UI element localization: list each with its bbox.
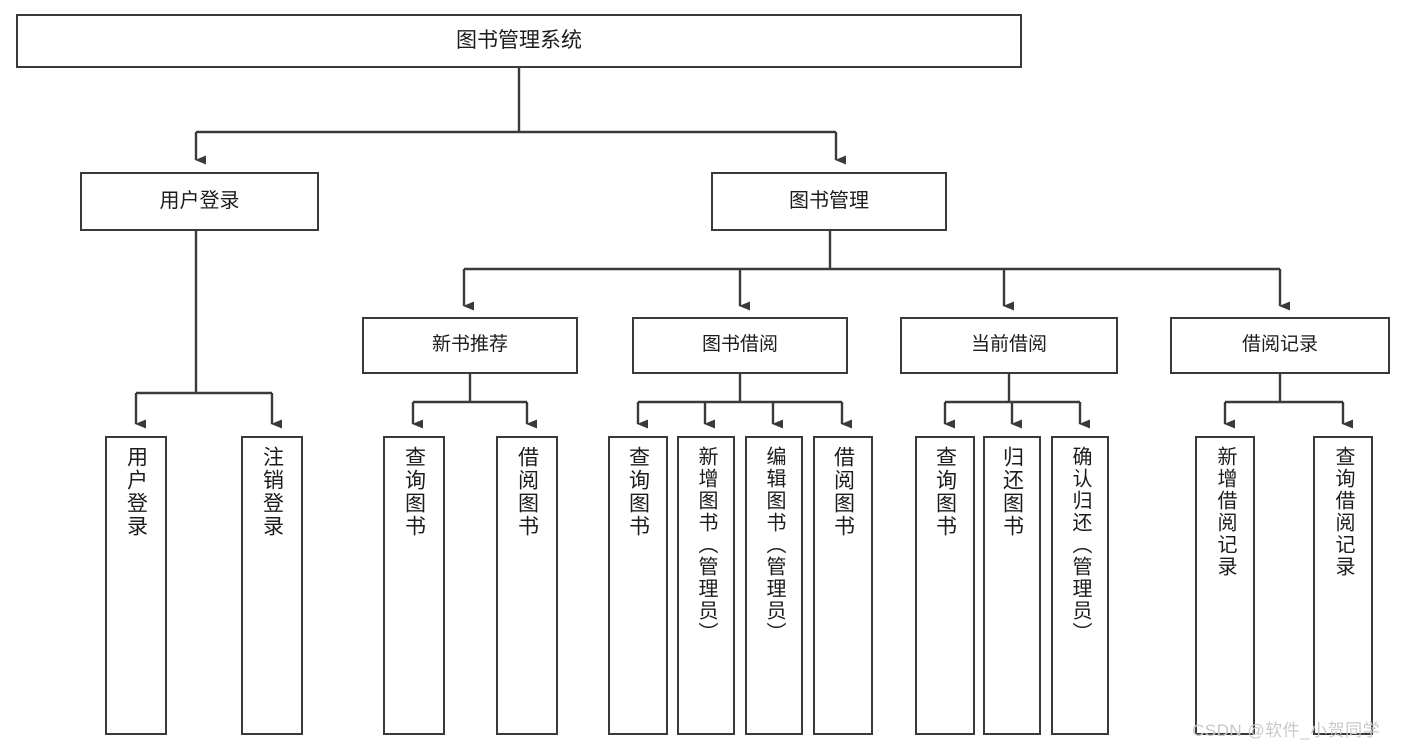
node-book-borrow[interactable]: 图书借阅	[632, 317, 848, 374]
leaf-current-confirm-return-admin[interactable]: 确认归还（管理员）	[1051, 436, 1109, 735]
node-label: 用户登录	[159, 189, 240, 212]
node-user-login[interactable]: 用户登录	[80, 172, 319, 231]
node-label: 编辑图书（管理员）	[763, 446, 785, 644]
node-label: 查询图书	[626, 446, 650, 538]
watermark: CSDN @软件_小贺同学	[1192, 721, 1381, 740]
node-label: 用户登录	[124, 446, 148, 538]
leaf-records-add-record[interactable]: 新增借阅记录	[1195, 436, 1255, 735]
node-label: 新增借阅记录	[1214, 446, 1236, 578]
node-label: 注销登录	[260, 446, 284, 538]
leaf-borrow-edit-book-admin[interactable]: 编辑图书（管理员）	[745, 436, 803, 735]
leaf-current-query-book[interactable]: 查询图书	[915, 436, 975, 735]
leaf-new-books-query[interactable]: 查询图书	[383, 436, 445, 735]
node-label: 归还图书	[1000, 446, 1024, 538]
node-label: 查询借阅记录	[1332, 446, 1354, 578]
node-label: 借阅记录	[1241, 334, 1318, 356]
node-current-borrow[interactable]: 当前借阅	[900, 317, 1118, 374]
leaf-borrow-borrow-book[interactable]: 借阅图书	[813, 436, 873, 735]
node-book-management[interactable]: 图书管理	[711, 172, 947, 231]
node-label: 借阅图书	[831, 446, 855, 538]
leaf-new-books-borrow[interactable]: 借阅图书	[496, 436, 558, 735]
leaf-user-login-signin[interactable]: 用户登录	[105, 436, 167, 735]
node-new-book-recommend[interactable]: 新书推荐	[362, 317, 578, 374]
node-label: 新增图书（管理员）	[695, 446, 717, 644]
node-label: 图书管理	[789, 189, 869, 212]
leaf-borrow-add-book-admin[interactable]: 新增图书（管理员）	[677, 436, 735, 735]
node-borrow-records[interactable]: 借阅记录	[1170, 317, 1390, 374]
leaf-user-login-signout[interactable]: 注销登录	[241, 436, 303, 735]
node-label: 查询图书	[933, 446, 957, 538]
node-label: 图书借阅	[701, 334, 778, 356]
node-label: 借阅图书	[515, 446, 539, 538]
node-root-system[interactable]: 图书管理系统	[16, 14, 1022, 68]
leaf-records-query-record[interactable]: 查询借阅记录	[1313, 436, 1373, 735]
node-label: 图书管理系统	[456, 28, 582, 52]
node-label: 查询图书	[402, 446, 426, 538]
node-label: 确认归还（管理员）	[1069, 446, 1091, 644]
leaf-current-return-book[interactable]: 归还图书	[983, 436, 1041, 735]
node-label: 当前借阅	[970, 334, 1047, 356]
node-label: 新书推荐	[431, 334, 508, 356]
leaf-borrow-query-book[interactable]: 查询图书	[608, 436, 668, 735]
